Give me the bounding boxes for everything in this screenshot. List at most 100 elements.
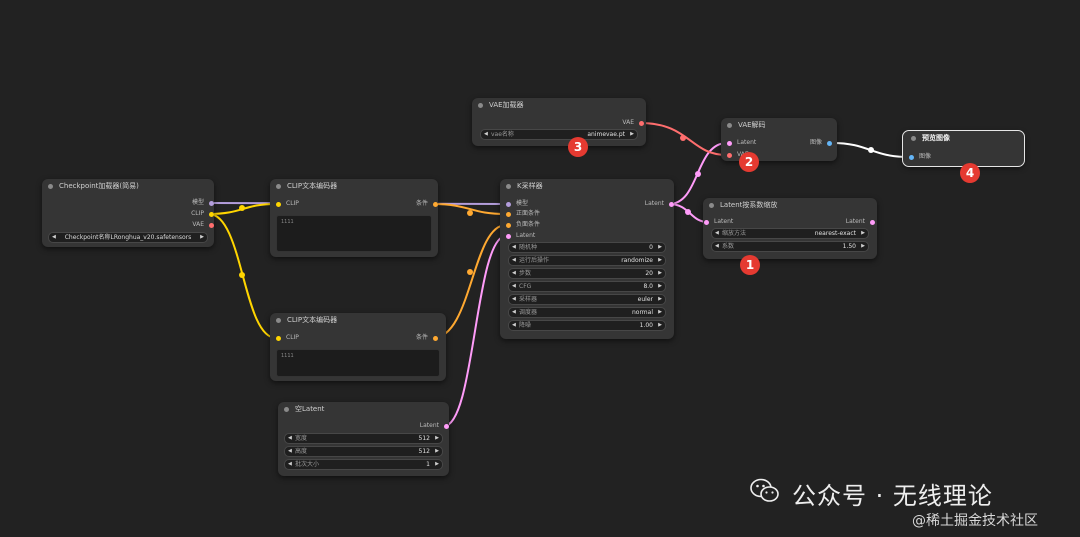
input-latent-port[interactable]: Latent xyxy=(704,218,733,226)
triangle-right-icon[interactable]: ▶ xyxy=(861,243,865,249)
wire-latent-input[interactable] xyxy=(443,235,507,427)
wire-midpoint[interactable] xyxy=(239,272,245,278)
triangle-right-icon[interactable]: ▶ xyxy=(658,322,662,328)
port-dot[interactable] xyxy=(209,211,214,217)
port-dot[interactable] xyxy=(639,120,644,126)
output-condition-port[interactable]: 条件 xyxy=(416,200,438,208)
port-dot[interactable] xyxy=(727,152,732,158)
triangle-left-icon[interactable]: ◀ xyxy=(288,461,292,467)
prompt-textarea[interactable]: 1111 xyxy=(276,349,440,377)
port-dot[interactable] xyxy=(827,140,832,146)
input-negative-port[interactable]: 负面条件 xyxy=(506,221,540,229)
triangle-right-icon[interactable]: ▶ xyxy=(861,230,865,236)
input-latent-port[interactable]: Latent xyxy=(727,139,756,147)
input-latent-port[interactable]: Latent xyxy=(506,232,535,240)
input-clip-port[interactable]: CLIP xyxy=(276,200,299,208)
port-dot[interactable] xyxy=(506,211,511,217)
output-model-port[interactable]: 模型 xyxy=(192,199,214,207)
triangle-left-icon[interactable]: ◀ xyxy=(288,435,292,441)
port-dot[interactable] xyxy=(506,201,511,207)
port-dot[interactable] xyxy=(669,201,674,207)
port-dot[interactable] xyxy=(909,154,914,160)
port-dot[interactable] xyxy=(276,201,281,207)
port-dot[interactable] xyxy=(506,222,511,228)
clip-text-encode-negative-node[interactable]: CLIP文本编码器 CLIP 条件 1111 xyxy=(270,313,446,381)
triangle-left-icon[interactable]: ◀ xyxy=(52,234,56,240)
clip-text-encode-positive-node[interactable]: CLIP文本编码器 CLIP 条件 1111 xyxy=(270,179,438,257)
output-latent-port[interactable]: Latent xyxy=(420,422,449,430)
wire-midpoint[interactable] xyxy=(695,171,701,177)
port-dot[interactable] xyxy=(209,200,214,206)
triangle-right-icon[interactable]: ▶ xyxy=(658,296,662,302)
triangle-right-icon[interactable]: ▶ xyxy=(658,309,662,315)
triangle-right-icon[interactable]: ▶ xyxy=(630,131,634,137)
output-latent-port[interactable]: Latent xyxy=(645,200,674,208)
port-dot[interactable] xyxy=(444,423,449,429)
triangle-right-icon[interactable]: ▶ xyxy=(200,234,204,240)
wire-positive-condition[interactable] xyxy=(432,203,507,215)
triangle-left-icon[interactable]: ◀ xyxy=(288,448,292,454)
triangle-right-icon[interactable]: ▶ xyxy=(435,435,439,441)
output-condition-port[interactable]: 条件 xyxy=(416,334,438,342)
triangle-right-icon[interactable]: ▶ xyxy=(658,257,662,263)
input-image-port[interactable]: 图像 xyxy=(909,153,931,161)
port-dot[interactable] xyxy=(276,335,281,341)
wire-vae[interactable] xyxy=(639,122,728,156)
triangle-right-icon[interactable]: ▶ xyxy=(658,283,662,289)
checkpoint-loader-node[interactable]: Checkpoint加载器(简易) 模型 CLIP VAE ◀ Checkpoi… xyxy=(42,179,214,247)
port-dot[interactable] xyxy=(704,219,709,225)
triangle-left-icon[interactable]: ◀ xyxy=(512,270,516,276)
wire-midpoint[interactable] xyxy=(239,205,245,211)
input-positive-port[interactable]: 正面条件 xyxy=(506,210,540,218)
wire-midpoint[interactable] xyxy=(467,269,473,275)
ckpt-name-combo[interactable]: ◀ Checkpoint名称LRonghua_v20.safetensors ▶ xyxy=(48,232,208,243)
prompt-textarea[interactable]: 1111 xyxy=(276,215,432,252)
input-clip-port[interactable]: CLIP xyxy=(276,334,299,342)
output-vae-port[interactable]: VAE xyxy=(622,119,644,127)
port-dot[interactable] xyxy=(506,233,511,239)
input-model-port[interactable]: 模型 xyxy=(506,200,528,208)
triangle-left-icon[interactable]: ◀ xyxy=(512,244,516,250)
output-vae-port[interactable]: VAE xyxy=(192,221,214,229)
port-dot[interactable] xyxy=(727,140,732,146)
triangle-left-icon[interactable]: ◀ xyxy=(512,257,516,263)
output-clip-port[interactable]: CLIP xyxy=(191,210,214,218)
triangle-left-icon[interactable]: ◀ xyxy=(484,131,488,137)
wire-midpoint[interactable] xyxy=(685,209,691,215)
triangle-left-icon[interactable]: ◀ xyxy=(512,322,516,328)
triangle-right-icon[interactable]: ▶ xyxy=(658,270,662,276)
triangle-right-icon[interactable]: ▶ xyxy=(435,461,439,467)
port-dot[interactable] xyxy=(870,219,875,225)
wire-midpoint[interactable] xyxy=(467,210,473,216)
triangle-left-icon[interactable]: ◀ xyxy=(512,309,516,315)
preview-image-node[interactable]: 预览图像 图像 xyxy=(902,130,1025,167)
triangle-right-icon[interactable]: ▶ xyxy=(658,244,662,250)
vae-decode-node[interactable]: VAE解码 Latent VAE 图像 xyxy=(721,118,837,161)
port-dot[interactable] xyxy=(209,222,214,228)
triangle-right-icon[interactable]: ▶ xyxy=(435,448,439,454)
output-latent-port[interactable]: Latent xyxy=(846,218,875,226)
port-dot[interactable] xyxy=(433,335,438,341)
wire-midpoint[interactable] xyxy=(680,135,686,141)
triangle-left-icon[interactable]: ◀ xyxy=(715,230,719,236)
wire-midpoint[interactable] xyxy=(868,147,874,153)
triangle-left-icon[interactable]: ◀ xyxy=(512,283,516,289)
port-dot[interactable] xyxy=(433,201,438,207)
triangle-left-icon[interactable]: ◀ xyxy=(512,296,516,302)
